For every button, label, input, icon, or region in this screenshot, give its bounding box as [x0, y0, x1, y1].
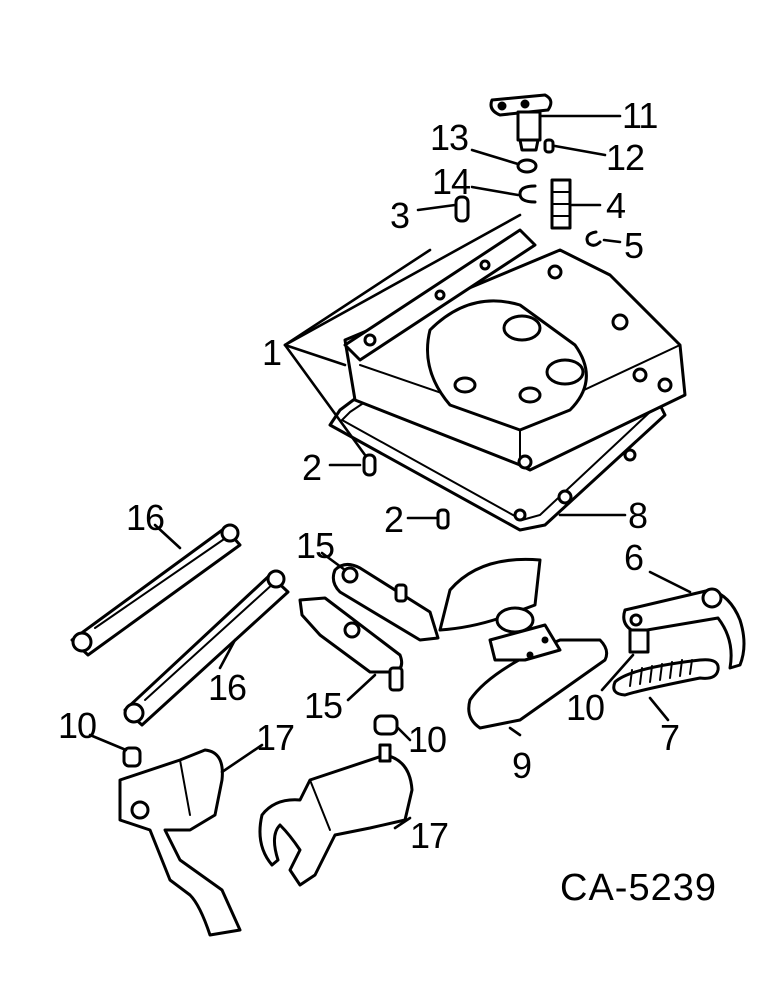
callout-11: 11	[622, 95, 657, 136]
callout-1: 1	[262, 332, 281, 373]
shift-rail-part-16-lower	[123, 569, 290, 727]
dowel-part-2-upper	[362, 453, 377, 477]
ring-part-5	[585, 230, 602, 247]
cover-housing	[328, 228, 687, 532]
callout-10-left: 10	[58, 705, 96, 746]
spring-part-7	[612, 658, 720, 697]
shift-fork-part-17-right	[258, 714, 414, 887]
callout-labels: 11 12 13 14 4 3 5 1 2 2 8 16 16 15 15 6 …	[58, 95, 680, 856]
callout-10-center: 10	[408, 719, 446, 760]
callout-13: 13	[430, 117, 468, 158]
bushing-part-10-left	[122, 746, 142, 768]
gate-quadrant-part-9	[438, 557, 609, 730]
cover-boss-2	[545, 358, 585, 386]
callout-16-lower: 16	[208, 667, 246, 708]
drawing-code: CA-5239	[560, 867, 717, 909]
callout-6: 6	[624, 537, 643, 578]
callout-15-lower: 15	[304, 685, 342, 726]
callout-12: 12	[606, 137, 644, 178]
callout-9: 9	[512, 745, 531, 786]
callout-2-lower: 2	[384, 499, 403, 540]
dowel-part-2-lower	[436, 508, 450, 530]
bushing-part-10-right	[628, 628, 650, 654]
shift-rail-part-16-upper	[70, 523, 242, 657]
callout-17-right: 17	[410, 815, 448, 856]
callout-17-left: 17	[256, 717, 294, 758]
shifter-lever-part-11	[489, 93, 553, 152]
detent-arm-part-6	[622, 587, 746, 670]
bushing-part-10-center	[373, 714, 399, 736]
callout-16-upper: 16	[126, 497, 164, 538]
cover-boss-1	[502, 314, 542, 342]
callout-5: 5	[624, 225, 643, 266]
clip-part-14	[518, 184, 537, 204]
callout-14: 14	[432, 161, 470, 202]
pin-part-12	[543, 138, 555, 154]
leader-lines	[88, 114, 692, 830]
callout-3: 3	[390, 195, 409, 236]
callout-2-upper: 2	[302, 447, 321, 488]
shift-fork-part-17-left	[118, 746, 242, 937]
dowel-part-3	[454, 195, 470, 223]
callout-4: 4	[606, 185, 625, 226]
stud-part-4	[550, 178, 572, 230]
interlock-plate-part-15-lower	[298, 596, 404, 692]
callout-7: 7	[660, 717, 679, 758]
callout-15-upper: 15	[296, 525, 334, 566]
callout-8: 8	[628, 495, 647, 536]
interlock-plate-part-15-upper	[331, 563, 440, 642]
washer-part-13	[516, 158, 538, 174]
callout-10-right: 10	[566, 687, 604, 728]
cover-quadrant-opening	[426, 299, 588, 432]
